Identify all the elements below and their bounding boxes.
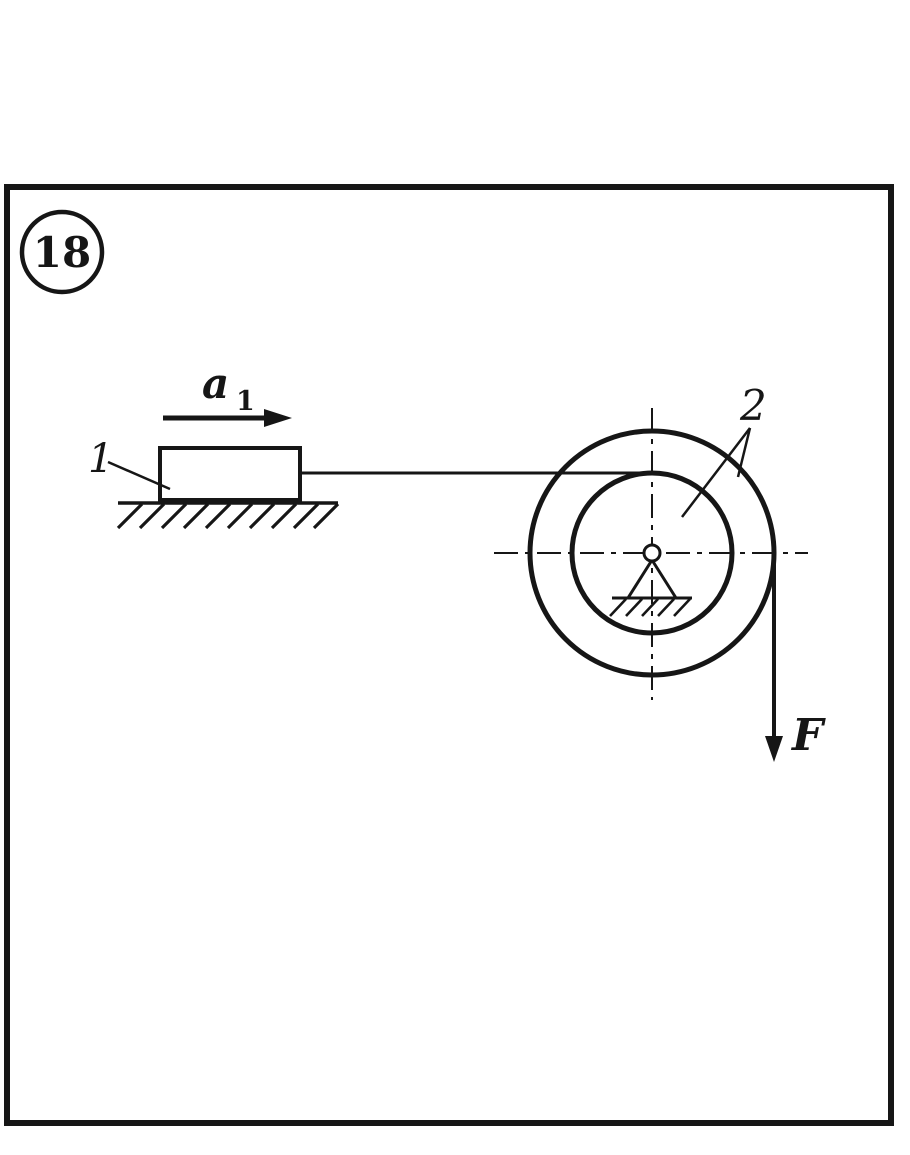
figure-number-badge: 18 [19,209,105,295]
pulley-2: 2 [527,381,777,678]
force-arrowhead-icon [765,736,783,762]
force-label: F [790,710,826,761]
figure-frame [4,184,894,1126]
acceleration-subscript: 1 [236,386,255,417]
pulley-leader-line-inner [681,427,751,518]
block-leader-line [107,460,171,491]
pulley-leader-line-outer [736,427,752,478]
ground-hatching [116,502,340,530]
pulley-inner-circle [569,470,735,636]
figure-number-label: 18 [33,228,91,277]
pivot-support [609,543,692,617]
force-F: F [765,553,826,762]
acceleration-arrowhead-icon [264,409,292,427]
acceleration-arrow: a 1 [163,359,292,427]
block-rect [158,446,302,502]
acceleration-label: a [202,359,229,408]
block-1: 1 [88,436,302,502]
pulley-label: 2 [739,381,767,430]
axle-pin [642,543,662,563]
ground-surface [116,501,340,530]
pivot-hatching [609,598,691,617]
block-label: 1 [88,436,113,482]
figure-number-circle [19,209,105,295]
